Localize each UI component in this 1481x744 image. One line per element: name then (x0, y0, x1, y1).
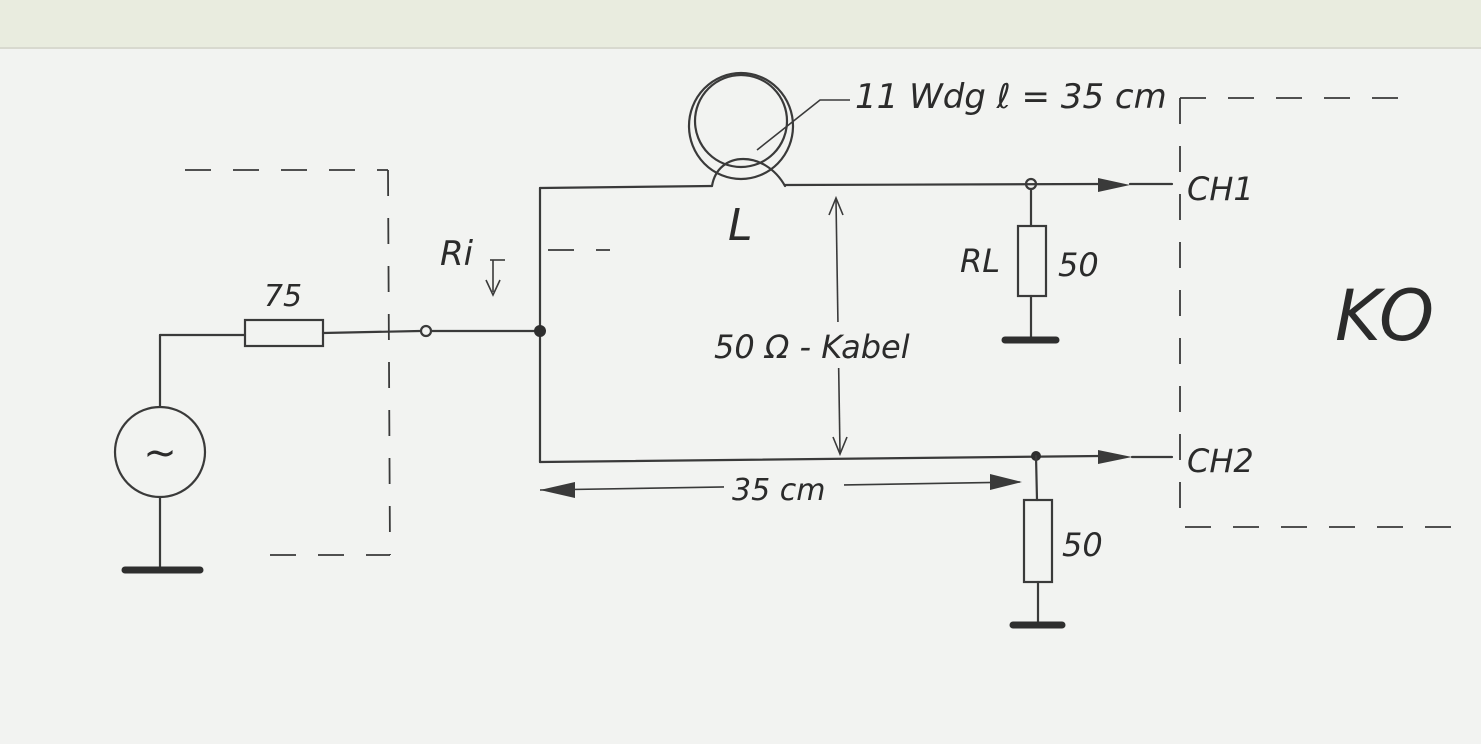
length-arrow-right (990, 474, 1022, 490)
scope-label: KO (1335, 275, 1434, 357)
load-resistor-label: RL (960, 242, 1000, 280)
ri-label: Ri (440, 234, 474, 274)
coil-annotation: 11 Wdg ℓ = 35 cm (855, 77, 1167, 117)
junction-left (534, 325, 546, 337)
length-label: 35 cm (732, 473, 825, 508)
ch2-arrow (1098, 450, 1132, 464)
cable-label: 50 Ω - Kabel (714, 328, 910, 366)
ch1-arrow (1098, 178, 1130, 192)
load-resistor-value: 50 (1058, 246, 1099, 284)
ac-source-symbol: ~ (143, 430, 177, 476)
resistor-75-label: 75 (264, 279, 302, 314)
coil-inductor (687, 71, 795, 188)
ch2-resistor-value: 50 (1062, 526, 1103, 564)
ch1-label: CH1 (1187, 170, 1254, 208)
ch2-label: CH2 (1187, 442, 1254, 480)
inductor-label: L (728, 200, 753, 251)
scope-enclosure (1179, 97, 1460, 530)
length-arrow-left (540, 482, 575, 498)
generator-enclosure (185, 169, 391, 556)
paper-sheet (0, 48, 1481, 744)
